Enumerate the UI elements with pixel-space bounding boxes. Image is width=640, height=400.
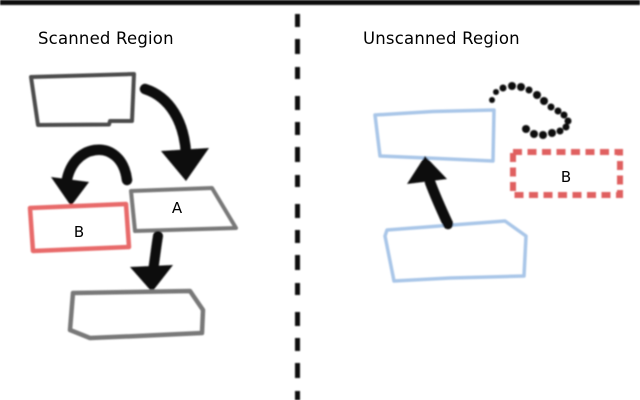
dot [489,97,495,103]
box-b-left-label: B [74,223,84,241]
dot [508,82,516,90]
scanned-box-a [129,186,238,233]
dot [547,103,555,111]
arrowhead-down-icon [130,265,173,292]
dot [556,127,564,135]
curved-arrow-up-icon [424,176,454,230]
dot [533,91,541,99]
dotted-curl-arrow-icon [489,82,572,139]
arrowhead-down-icon [161,148,209,181]
dot [530,130,538,138]
dot [493,89,499,95]
unscanned-top-box-blue [373,108,496,163]
dot [548,129,556,137]
unscanned-box-b-red-dashed [510,149,623,198]
arrowhead-up-icon [407,156,447,184]
unscanned-region-title: Unscanned Region [363,29,520,48]
dot [522,125,530,133]
dot [554,107,562,115]
dot [539,131,547,139]
dot [562,123,570,131]
top-border-bar [0,0,640,5]
dot [560,111,568,119]
scanned-top-box [29,72,136,127]
box-b-right-label: B [561,168,571,186]
dot [525,86,533,94]
dot [517,83,525,91]
unscanned-bottom-box-blue [383,219,528,283]
scanned-region-title: Scanned Region [38,29,174,48]
arrowhead-down-left-icon [51,177,89,206]
box-a-label: A [172,199,183,217]
curved-arrow-top-to-a-icon [139,83,192,159]
scanned-box-b-red [27,201,132,254]
arc-arrow-a-to-b-icon [60,144,133,192]
dot [540,97,548,105]
dot [499,84,507,92]
dot [564,117,572,125]
text-layer: Scanned Region Unscanned Region A B B [38,29,571,241]
scanned-bottom-box [67,288,206,341]
